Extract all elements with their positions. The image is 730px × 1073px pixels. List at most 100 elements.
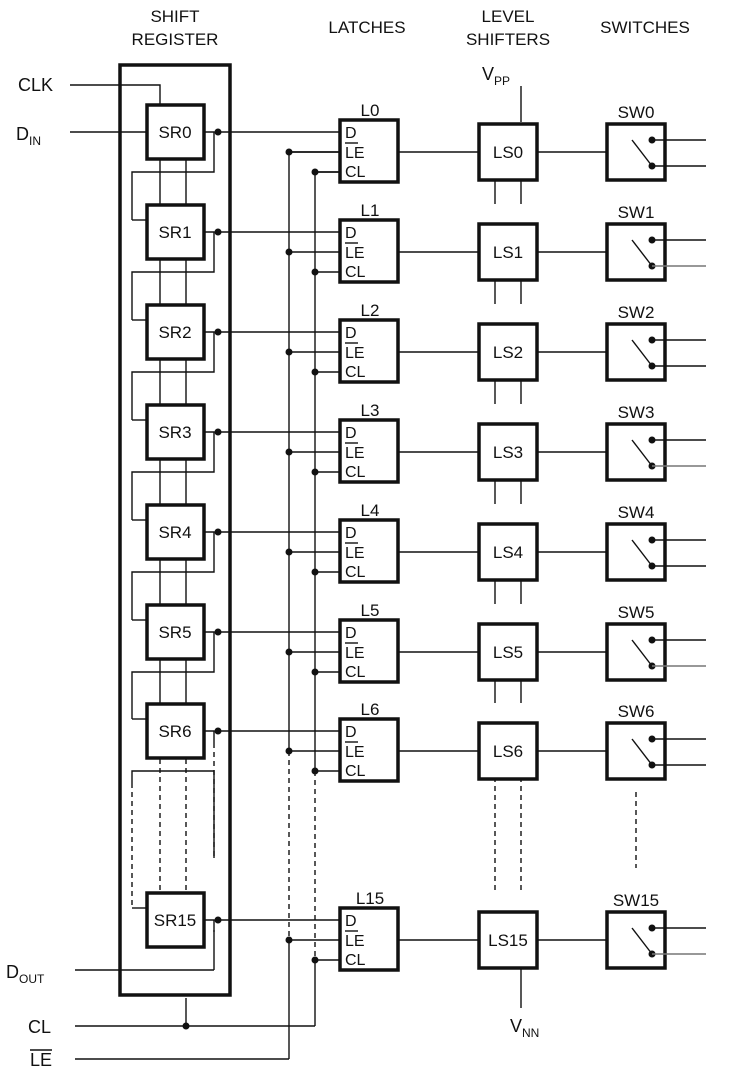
label-vpp: VPP [482, 64, 510, 88]
header-level-shifters-line1: LEVEL [482, 7, 535, 26]
latch-box [338, 717, 400, 783]
latch-pin-d: D [345, 425, 357, 442]
switch-label: SW6 [618, 702, 655, 721]
sr-data-out-loop [204, 531, 215, 544]
switch-box [605, 910, 667, 970]
header-switches: SWITCHES [600, 18, 690, 37]
sr-next-link [131, 669, 215, 684]
latch-pin-d: D [345, 625, 357, 642]
label-vnn: VNN [510, 1016, 539, 1040]
switch-blade [631, 139, 653, 167]
latch-pin-d: D [345, 225, 357, 242]
shift-register-label: SR15 [154, 911, 197, 930]
shift-register-cell [145, 603, 206, 661]
signal-labels: CLK DIN DOUT CL LE VPP VNN [6, 64, 539, 1070]
latch-pin-d: D [345, 724, 357, 741]
label-cl: CL [28, 1017, 51, 1037]
switch-box [605, 721, 667, 781]
sr-data-out-loop [204, 919, 215, 932]
sr-data-out-loop [204, 631, 215, 644]
sr-next-link [131, 170, 215, 184]
switch-box [605, 622, 667, 682]
latch-pin-d: D [345, 525, 357, 542]
shift-register-cell [145, 891, 206, 949]
sr-next-link [131, 270, 215, 284]
latch-pin-le: LE [345, 345, 365, 362]
clk-wire [70, 84, 161, 107]
header-latches: LATCHES [328, 18, 405, 37]
latch-box [338, 118, 400, 184]
switch-label: SW15 [613, 891, 659, 910]
latch-label: L1 [361, 201, 380, 220]
shift-register-label: SR5 [158, 623, 191, 642]
latch-pin-cl: CL [345, 364, 366, 381]
sr-data-out-loop [204, 730, 215, 743]
stages: SR0L0DLECLLS0SW0SR1L1DLECLLS1SW1SR2L2DLE… [131, 101, 706, 972]
shift-register-cell [145, 503, 206, 561]
shift-register-label: SR1 [158, 223, 191, 242]
sr-next-link [131, 770, 215, 858]
shift-register-cell [145, 103, 206, 161]
sr-next-link [131, 370, 215, 384]
level-shifter-label: LS4 [493, 543, 523, 562]
latch-pin-d: D [345, 125, 357, 142]
shift-register-label: SR4 [158, 523, 191, 542]
latch-pin-le: LE [345, 545, 365, 562]
switch-box [605, 322, 667, 382]
latch-box [338, 418, 400, 484]
latch-pin-le: LE [345, 445, 365, 462]
column-headers: SHIFT REGISTER LATCHES LEVEL SHIFTERS SW… [132, 7, 690, 49]
switch-label: SW1 [618, 203, 655, 222]
switch-blade [631, 539, 653, 567]
latch-label: L6 [361, 700, 380, 719]
latch-label: L2 [361, 301, 380, 320]
switch-blade [631, 738, 653, 766]
shift-register-cell [145, 303, 206, 361]
sr-data-out-loop [204, 331, 215, 344]
label-dout: DOUT [6, 962, 45, 986]
level-shifter-label: LS6 [493, 742, 523, 761]
global-wiring [70, 84, 522, 1060]
latch-pin-d: D [345, 913, 357, 930]
level-shifter-label: LS1 [493, 243, 523, 262]
sr-data-out-loop [204, 431, 215, 444]
cl-junction [182, 1022, 190, 1030]
header-shift-register-line2: REGISTER [132, 30, 219, 49]
latch-pin-le: LE [345, 245, 365, 262]
latch-label: L15 [356, 889, 384, 908]
switch-label: SW2 [618, 303, 655, 322]
switch-label: SW0 [618, 103, 655, 122]
latch-pin-cl: CL [345, 164, 366, 181]
level-shifter-box [477, 122, 539, 182]
level-shifter-label: LS15 [488, 931, 528, 950]
latch-label: L5 [361, 601, 380, 620]
switch-box [605, 422, 667, 482]
level-shifter-label: LS2 [493, 343, 523, 362]
shift-register-cell [145, 702, 206, 760]
level-shifter-box [477, 422, 539, 482]
sr-next-link [131, 470, 215, 484]
shift-register-label: SR0 [158, 123, 191, 142]
level-shifter-label: LS3 [493, 443, 523, 462]
latch-pin-d: D [345, 325, 357, 342]
switch-blade [631, 339, 653, 367]
level-shifter-box [477, 222, 539, 282]
latch-box [338, 318, 400, 384]
shift-register-frame [118, 63, 232, 997]
sr-data-out-loop [204, 131, 215, 144]
latch-box [338, 906, 400, 972]
switch-blade [631, 239, 653, 267]
switch-box [605, 222, 667, 282]
latch-pin-cl: CL [345, 264, 366, 281]
level-shifter-box [477, 721, 539, 781]
switch-label: SW3 [618, 403, 655, 422]
level-shifter-label: LS5 [493, 643, 523, 662]
level-shifter-box [477, 322, 539, 382]
switch-box [605, 122, 667, 182]
latch-pin-cl: CL [345, 763, 366, 780]
latch-label: L4 [361, 501, 380, 520]
shift-register-cell [145, 203, 206, 261]
latch-pin-le: LE [345, 744, 365, 761]
latch-pin-cl: CL [345, 464, 366, 481]
shift-register-label: SR6 [158, 722, 191, 741]
